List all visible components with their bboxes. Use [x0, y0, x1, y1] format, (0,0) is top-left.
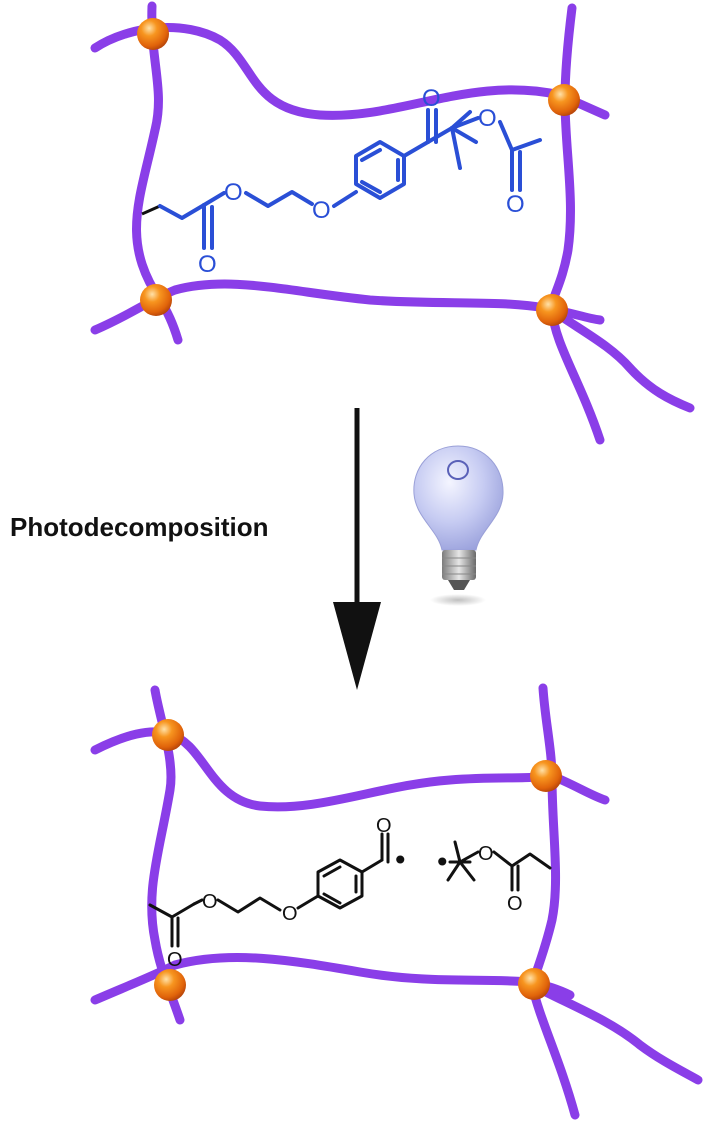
atom-oxygen: O	[167, 949, 183, 971]
atom-oxygen: O	[507, 893, 523, 915]
linker-stub-left	[141, 204, 161, 216]
atom-oxygen: O	[202, 891, 218, 913]
atom-oxygen: O	[282, 903, 298, 925]
polymer-chain-right	[547, 3, 605, 445]
radical-dot: •	[434, 846, 451, 879]
polymer-chain-top	[90, 23, 610, 120]
sphere-icon	[137, 18, 169, 50]
fragment-benzoyl-radical	[148, 832, 390, 948]
atom-oxygen: O	[478, 843, 494, 865]
sphere-icon	[530, 760, 562, 792]
down-arrow-icon	[333, 408, 381, 690]
sphere-icon	[152, 719, 184, 751]
polymer-chain-right	[527, 683, 580, 1120]
atom-oxygen: O	[478, 105, 497, 132]
network-after: O O O O • • O O	[90, 683, 703, 1120]
fragment2-atoms: O O	[478, 843, 523, 915]
sphere-icon	[518, 968, 550, 1000]
polymer-chains-before	[90, 1, 695, 445]
sphere-icon	[536, 294, 568, 326]
polymer-chain-left	[132, 1, 183, 345]
atom-oxygen: O	[422, 85, 441, 112]
atom-oxygen: O	[198, 251, 217, 278]
polymer-chain-tail	[527, 980, 703, 1085]
atom-oxygen: O	[224, 179, 243, 206]
fragment-alkyl-radical	[446, 840, 552, 892]
atom-oxygen: O	[376, 815, 392, 837]
polymer-chains-after	[90, 683, 703, 1120]
crosslinks-after	[152, 719, 562, 1001]
step-label: Photodecomposition	[10, 512, 269, 542]
sphere-icon	[154, 969, 186, 1001]
intact-photolinker	[158, 108, 542, 250]
light-bulb-icon	[413, 445, 504, 606]
sphere-icon	[140, 284, 172, 316]
network-before: O O O O O O	[90, 1, 695, 445]
fragment1-atoms: O O O O	[167, 815, 392, 971]
atom-oxygen: O	[312, 197, 331, 224]
intact-linker-atoms: O O O O O O	[198, 85, 525, 278]
polymer-chain-tail	[547, 305, 695, 413]
atom-oxygen: O	[506, 191, 525, 218]
sphere-icon	[548, 84, 580, 116]
radical-dot: •	[392, 844, 409, 877]
crosslinks-before	[137, 18, 580, 326]
